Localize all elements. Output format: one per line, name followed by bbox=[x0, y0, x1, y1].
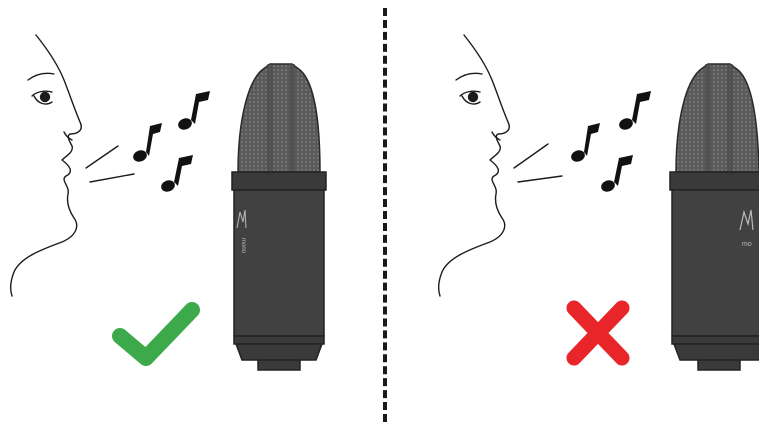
music-note-icon bbox=[600, 155, 633, 194]
music-note-icon bbox=[618, 91, 651, 132]
face-profile bbox=[439, 35, 562, 296]
cross-icon bbox=[574, 308, 622, 358]
microphone: mo bbox=[670, 64, 759, 370]
music-notes bbox=[570, 91, 651, 194]
mic-logo-text: mo bbox=[742, 241, 752, 248]
music-note-icon bbox=[570, 123, 600, 164]
